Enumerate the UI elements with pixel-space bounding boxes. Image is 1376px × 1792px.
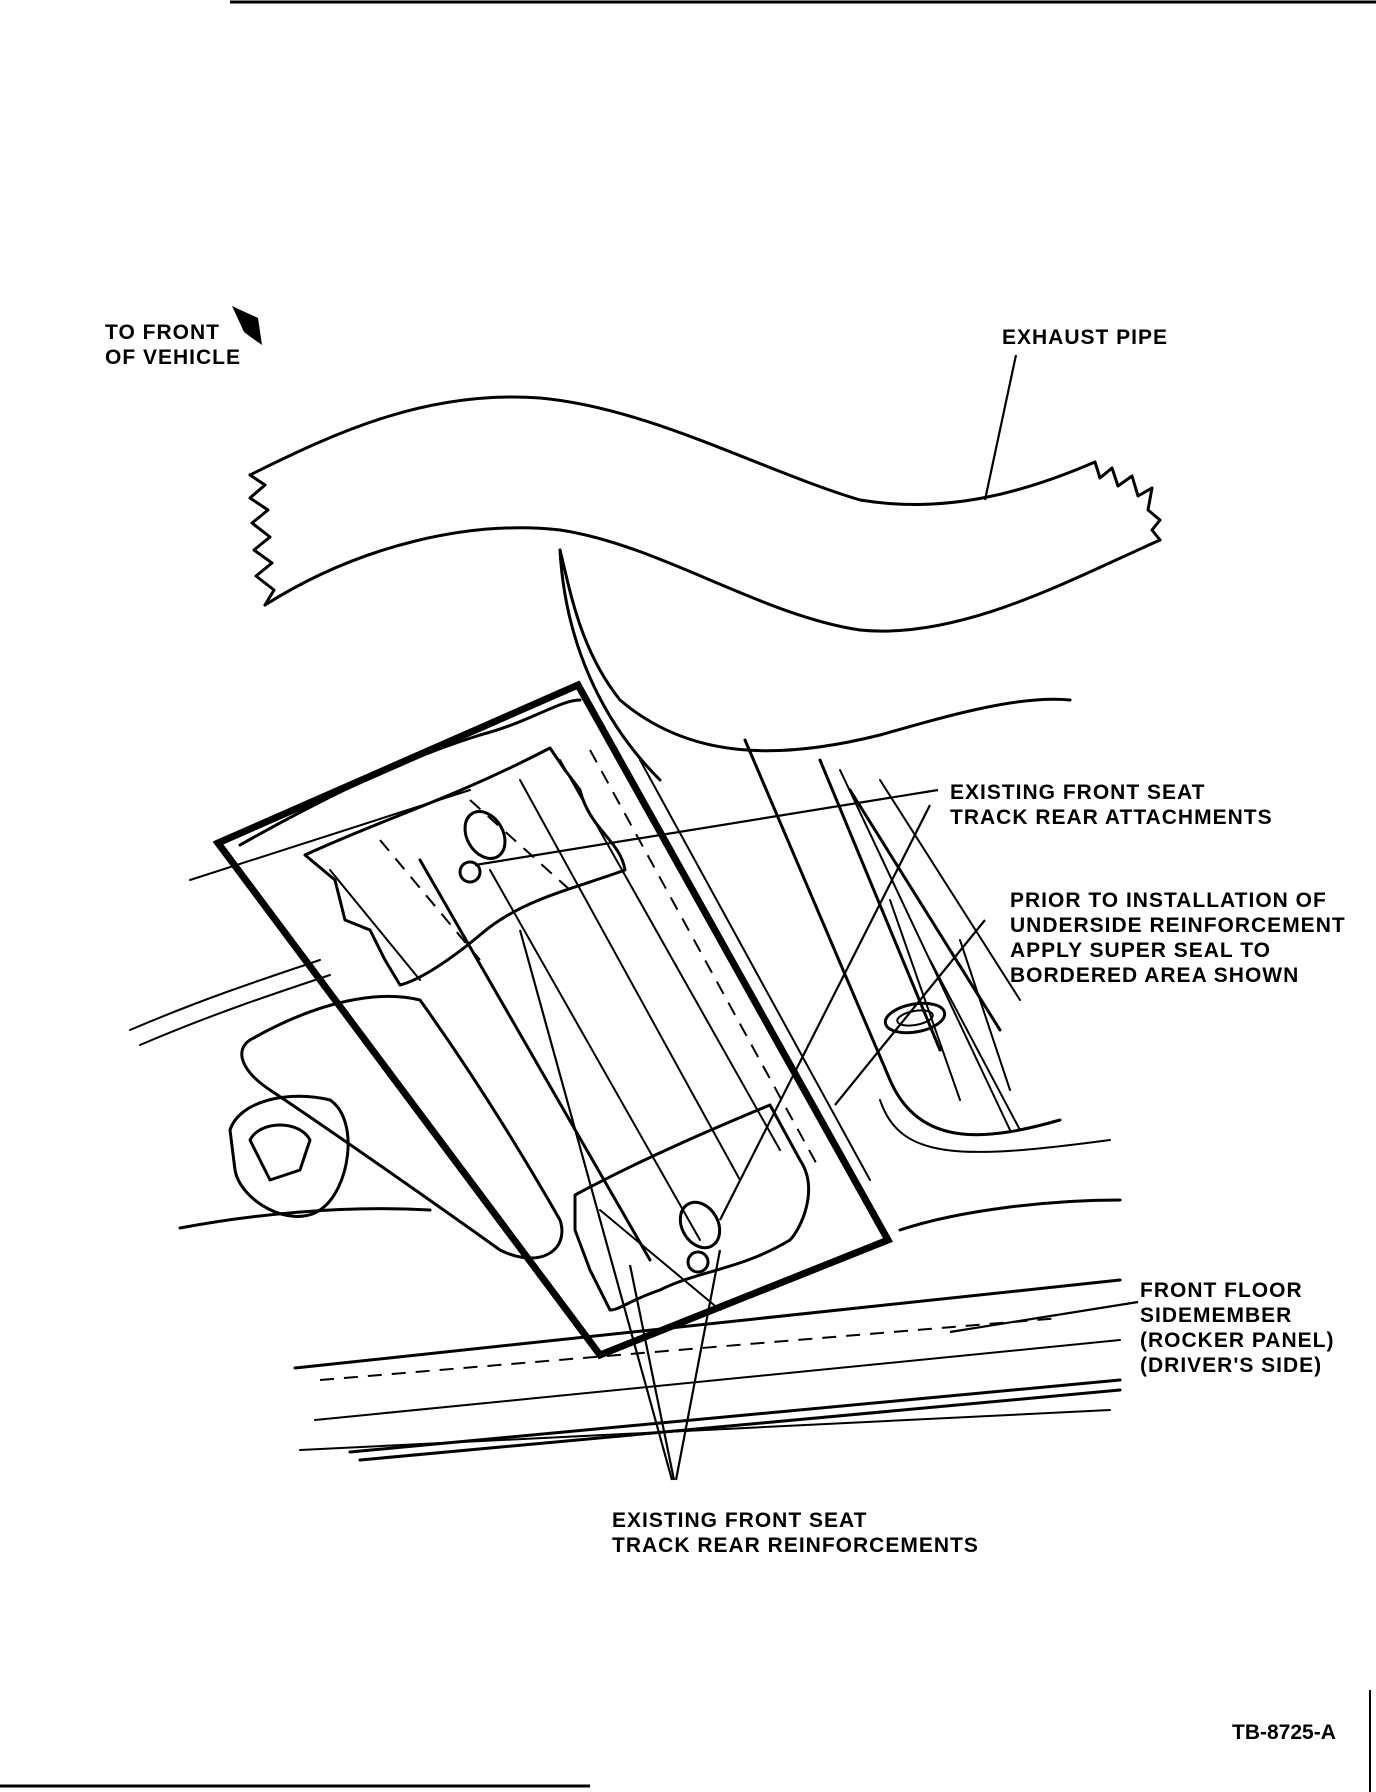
leader-arrows xyxy=(474,354,1139,1481)
figure-id-text: TB-8725-A xyxy=(1232,1721,1336,1744)
to-front-line-1: TO FRONT xyxy=(105,321,220,344)
lower-reinforcement xyxy=(573,1103,811,1312)
rear-reinforcements-line-2: TRACK REAR REINFORCEMENTS xyxy=(612,1534,979,1557)
rocker-panel-line-2: SIDEMEMBER xyxy=(1140,1304,1293,1327)
rear-reinforcements-label: EXISTING FRONT SEAT TRACK REAR REINFORCE… xyxy=(612,1508,979,1558)
figure-id: TB-8725-A xyxy=(1232,1720,1336,1745)
sealed-border-area xyxy=(212,680,893,1360)
floor-panel-lines xyxy=(129,698,871,1262)
super-seal-note-label: PRIOR TO INSTALLATION OF UNDERSIDE REINF… xyxy=(1010,888,1346,988)
to-front-line-2: OF VEHICLE xyxy=(105,346,242,369)
exhaust-pipe-label: EXHAUST PIPE xyxy=(1002,325,1168,350)
rear-reinforcements-line-1: EXISTING FRONT SEAT xyxy=(612,1509,868,1532)
rear-attachments-label: EXISTING FRONT SEAT TRACK REAR ATTACHMEN… xyxy=(950,780,1273,830)
rear-attachments-line-1: EXISTING FRONT SEAT xyxy=(950,781,1206,804)
rear-attachments-line-2: TRACK REAR ATTACHMENTS xyxy=(950,806,1273,829)
floor-tunnel xyxy=(189,548,1111,1153)
upper-reinforcement xyxy=(303,746,627,987)
front-direction-arrow-icon xyxy=(232,306,262,345)
to-front-label: TO FRONT OF VEHICLE xyxy=(105,320,241,370)
super-seal-line-3: APPLY SUPER SEAL TO xyxy=(1010,939,1271,962)
rocker-panel-lines xyxy=(178,1198,1122,1462)
rocker-panel-label: FRONT FLOOR SIDEMEMBER (ROCKER PANEL) (D… xyxy=(1140,1278,1334,1378)
super-seal-line-2: UNDERSIDE REINFORCEMENT xyxy=(1010,914,1346,937)
rocker-panel-line-3: (ROCKER PANEL) xyxy=(1140,1329,1335,1352)
super-seal-line-4: BORDERED AREA SHOWN xyxy=(1010,964,1300,987)
grommet-icon xyxy=(883,1001,947,1035)
exhaust-pipe xyxy=(248,395,1162,633)
exhaust-pipe-text: EXHAUST PIPE xyxy=(1002,326,1169,349)
super-seal-line-1: PRIOR TO INSTALLATION OF xyxy=(1010,889,1327,912)
rocker-panel-line-4: (DRIVER'S SIDE) xyxy=(1140,1354,1323,1377)
rocker-panel-line-1: FRONT FLOOR xyxy=(1140,1279,1303,1302)
seat-track-mount xyxy=(228,1094,350,1218)
